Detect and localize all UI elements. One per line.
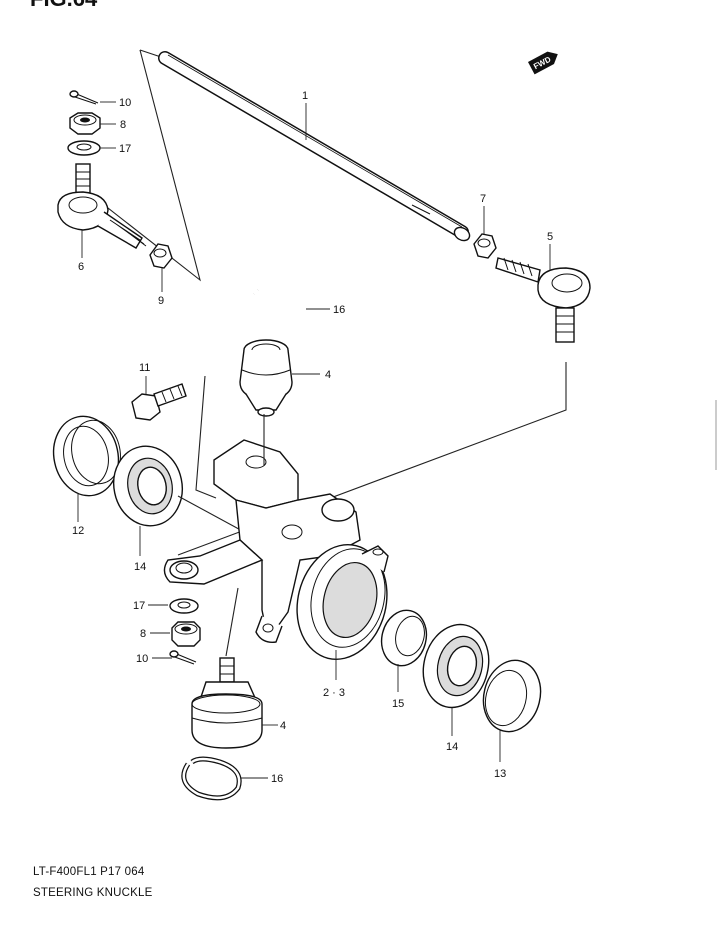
figure-title: FIG.64 (30, 0, 98, 11)
footer-title: STEERING KNUCKLE (33, 887, 153, 899)
tie-rod (158, 51, 471, 242)
spacer (380, 609, 428, 667)
label-part-7: 7 (480, 193, 486, 205)
lower-ball-joint-guide-line (225, 587, 239, 657)
bolt-guide-line (195, 375, 217, 499)
oil-seal-right (482, 659, 542, 733)
label-part-13: 13 (494, 768, 506, 780)
cotter-pin-top (69, 90, 99, 105)
tie-rod-group-outline (84, 49, 201, 282)
label-part-15: 15 (392, 698, 404, 710)
washer-bottom (169, 598, 199, 614)
tie-rod-end-left (57, 163, 147, 249)
circlip-top (249, 285, 305, 326)
ball-joint-bottom (191, 657, 263, 749)
circlip-bottom (181, 756, 242, 801)
label-part-10-top: 10 (119, 97, 131, 109)
label-part-16-bottom: 16 (271, 773, 283, 785)
fwd-arrow-icon: FWD (528, 51, 558, 75)
bearing-left (113, 445, 183, 527)
label-part-12: 12 (72, 525, 84, 537)
label-part-8-top: 8 (120, 119, 126, 131)
cotter-pin-bottom (169, 650, 197, 665)
label-part-2-3: 2 · 3 (323, 687, 345, 699)
label-part-14-right: 14 (446, 741, 458, 753)
tie-rod-end-right (495, 257, 591, 343)
castle-nut-top (69, 112, 101, 135)
label-part-14-left: 14 (134, 561, 146, 573)
label-part-17-bottom: 17 (133, 600, 145, 612)
label-part-10-bottom: 10 (136, 653, 148, 665)
bearing-guide-line (177, 495, 249, 535)
label-part-9: 9 (158, 295, 164, 307)
label-part-6: 6 (78, 261, 84, 273)
label-part-17-top: 17 (119, 143, 131, 155)
label-part-4-bottom: 4 (280, 720, 286, 732)
label-part-16-top: 16 (333, 304, 345, 316)
label-part-8-bottom: 8 (140, 628, 146, 640)
label-part-5: 5 (547, 231, 553, 243)
label-part-4-top: 4 (325, 369, 331, 381)
ball-joint-top (239, 339, 293, 417)
bearing-right (422, 623, 490, 709)
castle-nut-bottom (171, 621, 201, 647)
washer-top (67, 140, 101, 156)
footer-model-code: LT-F400FL1 P17 064 (33, 866, 145, 878)
nut-left (149, 243, 173, 269)
label-part-1: 1 (302, 90, 308, 102)
bolt (131, 383, 187, 421)
oil-seal-left (52, 415, 121, 497)
label-part-11: 11 (139, 362, 150, 374)
steering-knuckle (163, 439, 389, 660)
nut-right (473, 233, 497, 259)
